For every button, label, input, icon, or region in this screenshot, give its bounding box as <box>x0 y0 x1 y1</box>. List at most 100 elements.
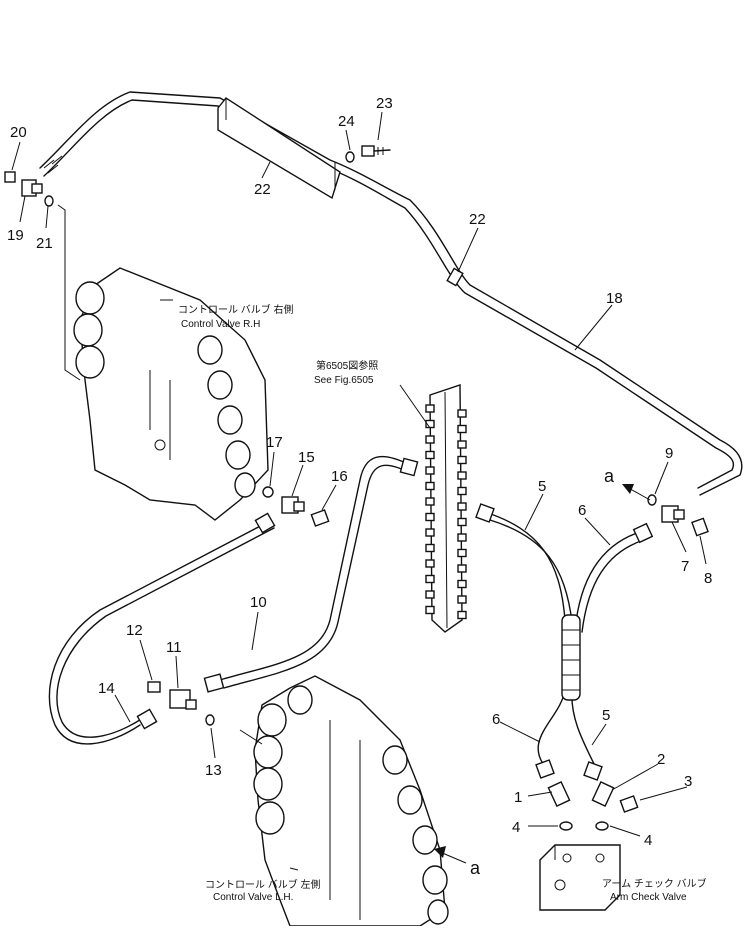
marker-a-top: a <box>604 466 615 486</box>
callout-3: 3 <box>684 773 692 790</box>
elbow-15 <box>281 496 305 514</box>
distribution-block-ports <box>425 404 467 620</box>
block-port-right <box>457 548 467 558</box>
hose-6-end <box>535 759 555 779</box>
block-port-left <box>425 543 435 553</box>
o-ring-17 <box>262 486 274 498</box>
bolt-23 <box>361 145 391 157</box>
hose-bundle-wrap <box>561 614 581 701</box>
callout-15: 15 <box>298 449 315 466</box>
label-cv-lh-en: Control Valve L.H. <box>213 892 293 903</box>
callout-5b: 5 <box>602 707 610 724</box>
block-port-right <box>457 424 467 434</box>
callout-5a: 5 <box>538 478 546 495</box>
callout-9: 9 <box>665 445 673 462</box>
block-port-left <box>425 605 435 615</box>
plug-20 <box>4 171 16 183</box>
label-cv-lh-jp: コントロール バルブ 左側 <box>205 878 321 891</box>
block-port-left <box>425 435 435 444</box>
elbow-2 <box>591 781 615 807</box>
callout-6b: 6 <box>492 711 500 728</box>
elbow-1 <box>547 781 571 807</box>
label-fig-ref-en: See Fig.6505 <box>314 375 374 386</box>
callout-8: 8 <box>704 570 712 587</box>
callout-4a: 4 <box>512 819 520 836</box>
callout-22a: 22 <box>254 181 271 198</box>
o-ring-4-left <box>559 821 573 831</box>
block-port-right <box>457 564 467 573</box>
label-arm-check-jp: アーム チェック バルブ <box>602 877 707 890</box>
block-port-left <box>425 466 435 475</box>
block-port-right <box>457 502 467 511</box>
connection-line-21 <box>57 204 81 381</box>
block-port-left <box>425 574 435 584</box>
callout-11: 11 <box>166 639 182 656</box>
block-port-left <box>425 528 435 537</box>
callout-4b: 4 <box>644 832 652 849</box>
hose-10 <box>203 673 225 693</box>
arrow-a-top <box>622 484 651 501</box>
callout-20: 20 <box>10 124 27 141</box>
hose-upper-loop <box>219 455 419 689</box>
callout-1: 1 <box>514 789 522 806</box>
label-arm-check-en: Arm Check Valve <box>610 892 687 903</box>
arm-check-valve <box>539 844 621 911</box>
o-ring-21 <box>44 195 54 207</box>
block-port-left <box>425 497 435 506</box>
block-port-right <box>457 595 467 604</box>
clamp-22-left <box>217 97 341 200</box>
leader-lines <box>11 111 707 871</box>
plug-3 <box>619 795 639 813</box>
callout-24: 24 <box>338 113 355 130</box>
distribution-block <box>429 384 463 633</box>
callout-12: 12 <box>126 622 143 639</box>
callout-18: 18 <box>606 290 623 307</box>
label-fig-ref-jp: 第6505図参照 <box>316 359 378 372</box>
callout-2: 2 <box>657 751 665 768</box>
label-cv-rh-en: Control Valve R.H <box>181 319 260 330</box>
block-port-right <box>457 486 467 496</box>
block-port-right <box>457 471 467 480</box>
marker-a-bottom: a <box>470 858 481 878</box>
clamp-22-mid <box>446 267 464 287</box>
block-port-left <box>425 559 435 568</box>
callout-13: 13 <box>205 762 222 779</box>
block-port-left <box>425 404 435 413</box>
block-port-right <box>457 610 467 620</box>
callout-17: 17 <box>266 434 283 451</box>
elbow-7 <box>661 505 685 523</box>
callout-6a: 6 <box>578 502 586 519</box>
washer-24 <box>345 151 355 163</box>
o-ring-9 <box>647 494 657 506</box>
label-cv-rh-jp: コントロール バルブ 右側 <box>178 303 294 316</box>
callout-21: 21 <box>36 235 53 252</box>
hose-14 <box>48 512 276 745</box>
block-port-right <box>457 455 467 465</box>
control-valve-rh <box>73 267 269 521</box>
callout-19: 19 <box>7 227 24 244</box>
block-port-right <box>457 440 467 449</box>
callout-7: 7 <box>681 558 689 575</box>
callout-22b: 22 <box>469 211 486 228</box>
hose-5-end <box>583 761 603 781</box>
plug-12 <box>147 681 161 693</box>
control-valve-lh <box>253 675 449 927</box>
hose-6 <box>574 522 654 633</box>
block-port-right <box>457 533 467 542</box>
tee-11 <box>169 689 197 710</box>
block-port-right <box>457 579 467 589</box>
block-port-right <box>457 517 467 527</box>
block-port-left <box>425 481 435 491</box>
block-port-left <box>425 590 435 599</box>
callout-14: 14 <box>98 680 115 697</box>
block-port-left <box>425 450 435 460</box>
plug-8 <box>691 517 709 537</box>
block-port-left <box>425 512 435 522</box>
block-port-right <box>457 409 467 418</box>
plug-16 <box>310 509 330 527</box>
o-ring-4-right <box>595 821 609 831</box>
callout-16: 16 <box>331 468 348 485</box>
pipe-18 <box>39 91 743 496</box>
